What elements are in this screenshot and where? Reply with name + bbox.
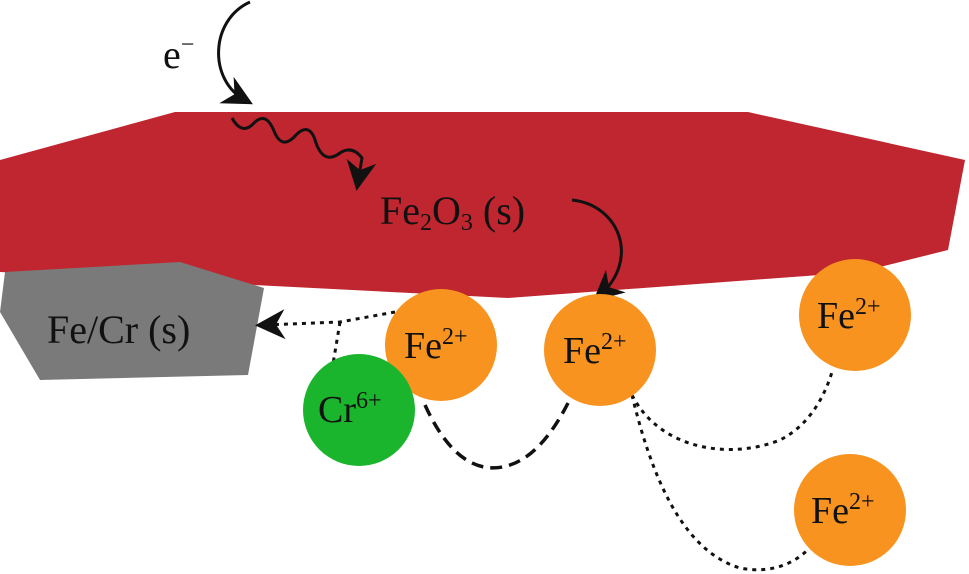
- cr-ion: Cr6+: [303, 354, 415, 466]
- fe-ion-center: Fe2+: [544, 294, 656, 406]
- fe-ion-right-top: Fe2+: [799, 259, 911, 371]
- dotted-path-to-fe-right-bottom: [630, 394, 814, 572]
- dotted-path-to-fe-right-top: [630, 371, 834, 451]
- electron-transfer-wavy-arrow: [230, 117, 377, 191]
- fe-cr-alloy-block: [0, 262, 264, 380]
- svg-text:Fe2+: Fe2+: [817, 294, 881, 337]
- svg-text:Fe2+: Fe2+: [811, 489, 875, 532]
- reduction-arrow: [571, 198, 626, 301]
- svg-text:Fe2+: Fe2+: [563, 329, 627, 372]
- iron-oxide-layer: [0, 112, 965, 298]
- fe-ion-right-bottom: Fe2+: [794, 454, 906, 566]
- dashed-interaction-path: [423, 394, 574, 470]
- svg-text:Cr6+: Cr6+: [318, 388, 382, 431]
- svg-text:Fe2+: Fe2+: [404, 324, 468, 367]
- fe-cr-label: Fe/Cr (s): [47, 307, 190, 352]
- electron-arrow: [217, 0, 253, 105]
- electron-label: e−: [163, 32, 194, 77]
- fe-ion-left: Fe2+: [385, 289, 497, 401]
- chromium-deposition-arrow: [255, 309, 396, 340]
- iron-oxide-label: Fe2O3 (s): [380, 188, 525, 236]
